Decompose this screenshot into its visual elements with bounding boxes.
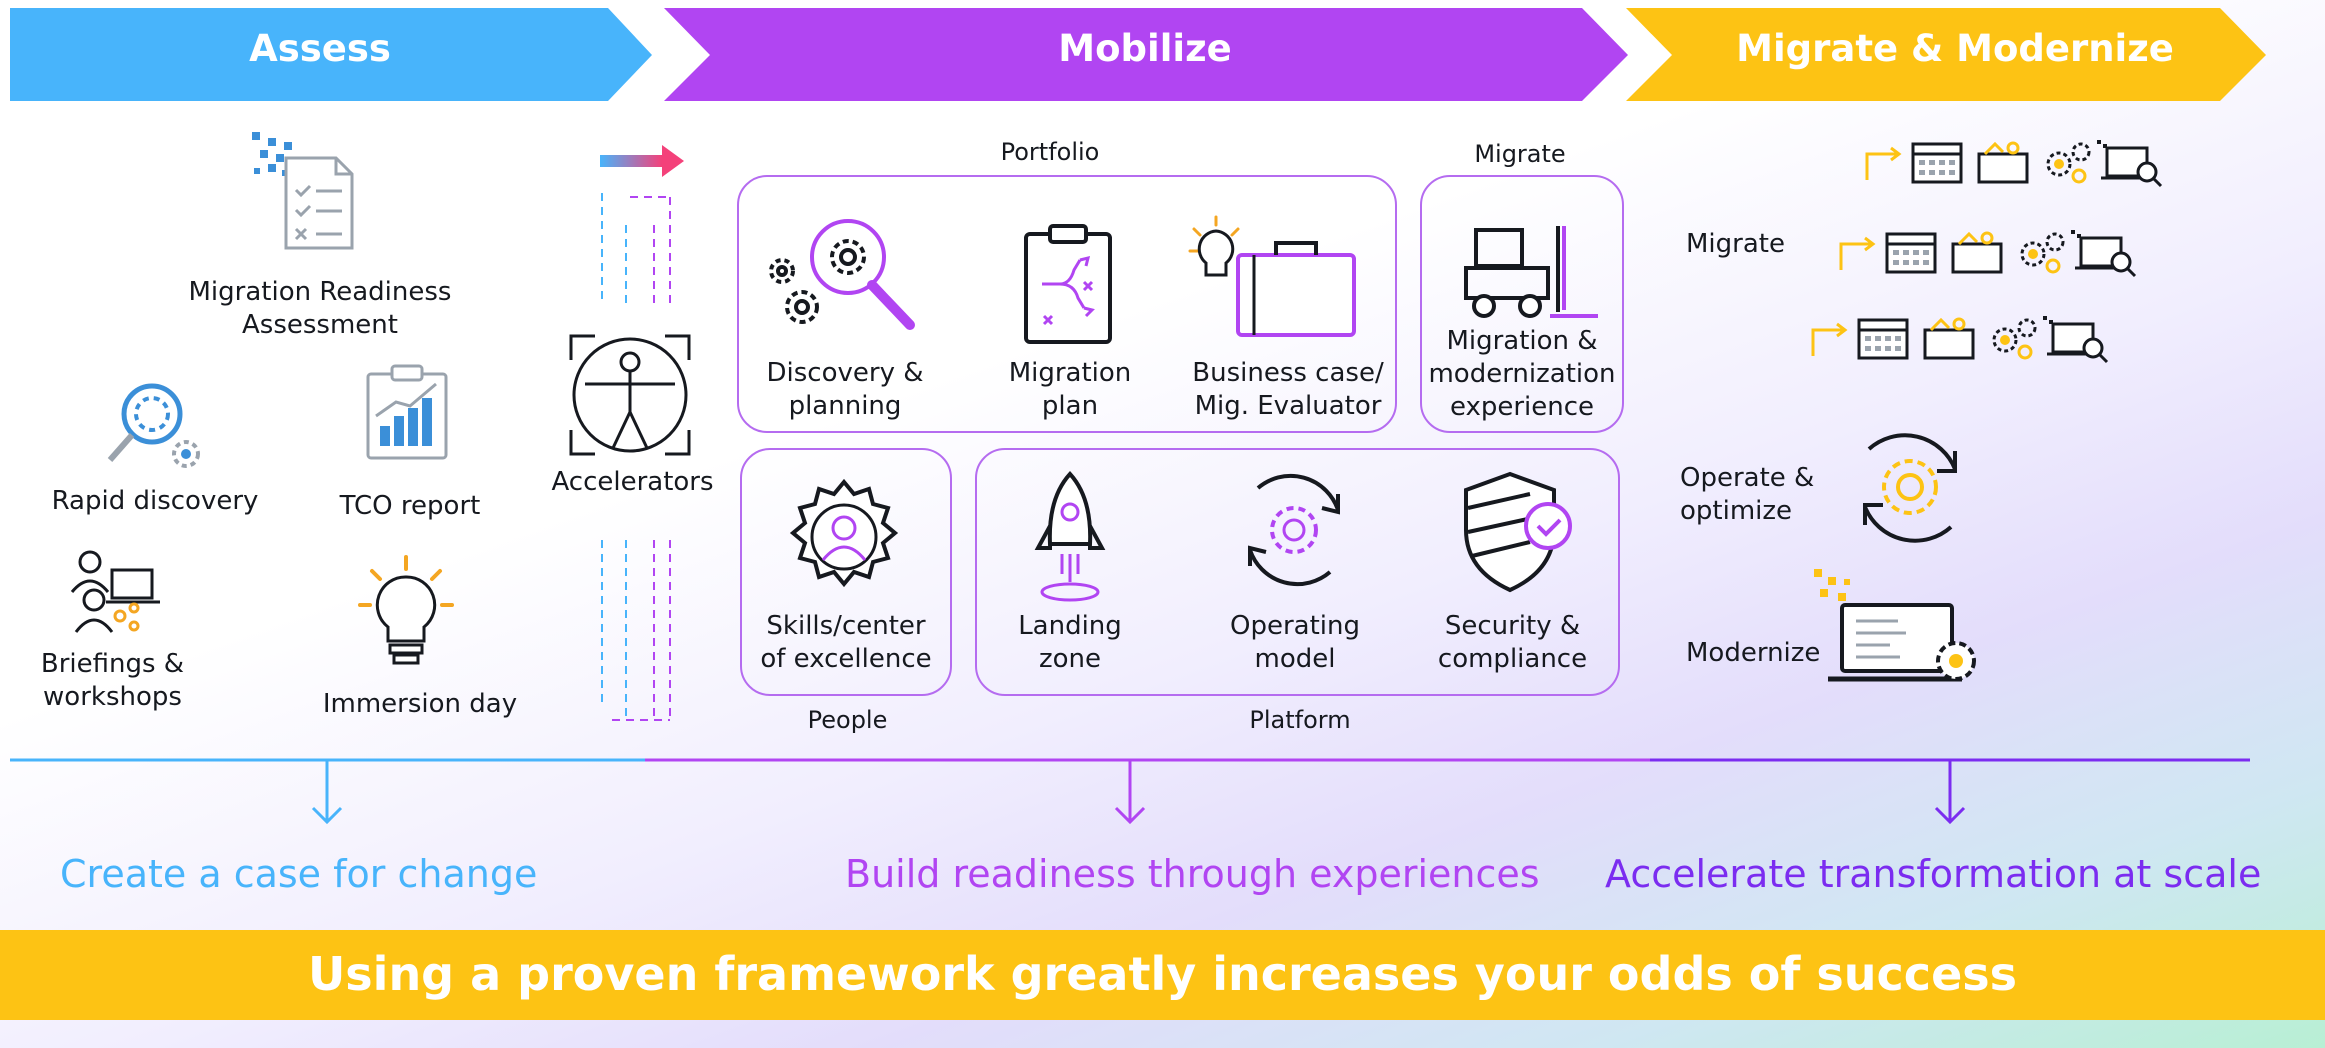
tco-report-label: TCO report xyxy=(339,491,481,521)
phase-header xyxy=(10,8,2266,101)
modernize-laptop-gear-icon xyxy=(1814,569,1976,682)
briefings-workshops-icon xyxy=(70,550,160,633)
mm-modernize-label: Modernize xyxy=(1686,638,1821,668)
briefings-workshops-label: Briefings & workshops xyxy=(40,649,185,712)
security-compliance-label: Security & compliance xyxy=(1437,611,1588,674)
rapid-discovery-icon xyxy=(107,383,200,468)
outcome-build-readiness: Build readiness through experiences xyxy=(845,852,1540,896)
business-case-label: Business case/ Mig. Evaluator xyxy=(1192,358,1384,421)
immersion-day-label: Immersion day xyxy=(322,689,518,719)
rapid-discovery-label: Rapid discovery xyxy=(51,486,259,516)
security-shield-icon xyxy=(1464,471,1572,593)
migrate-group-title: Migrate xyxy=(1474,140,1566,168)
migrate-modernize-chevron xyxy=(1626,8,2266,101)
people-group-box xyxy=(740,448,952,696)
phase-migrate-modernize-label: Migrate & Modernize xyxy=(1736,27,2174,70)
mobilize-chevron xyxy=(664,8,1628,101)
skills-label: Skills/center of excellence xyxy=(760,611,932,674)
people-title: People xyxy=(807,706,888,734)
outcome-connectors xyxy=(10,758,2250,825)
lightbulb-icon xyxy=(358,555,454,665)
rocket-icon xyxy=(1034,471,1106,602)
discovery-planning-label: Discovery & planning xyxy=(766,358,924,421)
platform-title: Platform xyxy=(1249,706,1351,734)
mm-operate-label: Operate & optimize xyxy=(1680,463,1815,526)
bottom-banner xyxy=(0,930,2325,1020)
migration-experience-label: Migration & modernization experience xyxy=(1428,326,1616,422)
forklift-icon xyxy=(1464,226,1598,318)
operating-model-label: Operating model xyxy=(1230,611,1360,674)
phase-mobilize-label: Mobilize xyxy=(1058,27,1232,70)
document-checklist-icon xyxy=(252,132,354,250)
accelerators-track xyxy=(600,145,684,721)
portfolio-title: Portfolio xyxy=(1000,138,1100,166)
migration-plan-label: Migration plan xyxy=(1008,358,1132,421)
accelerators-label: Accelerators xyxy=(551,467,714,497)
operate-optimize-cycle-icon xyxy=(1863,433,1957,543)
phase-assess-label: Assess xyxy=(249,27,391,70)
migrate-group-box xyxy=(1420,175,1624,433)
assess-chevron xyxy=(10,8,652,101)
mm-migrate-label: Migrate xyxy=(1686,229,1785,259)
outcome-case-for-change: Create a case for change xyxy=(60,852,538,896)
migration-plan-clipboard-icon xyxy=(1024,224,1112,344)
mra-label: Migration Readiness Assessment xyxy=(188,277,452,340)
outcome-accelerate-transformation: Accelerate transformation at scale xyxy=(1605,852,2262,896)
landing-zone-label: Landing zone xyxy=(1018,611,1122,674)
platform-group-box xyxy=(975,448,1620,696)
skills-gear-person-icon xyxy=(789,478,899,588)
tco-report-icon xyxy=(366,364,448,460)
vitruvian-person-icon xyxy=(569,334,691,456)
business-case-briefcase-icon xyxy=(1188,215,1356,337)
discovery-gears-icon xyxy=(769,219,915,330)
portfolio-group-box xyxy=(737,175,1397,433)
operating-model-gear-cycle-icon xyxy=(1248,473,1340,587)
bottom-banner-text: Using a proven framework greatly increas… xyxy=(307,947,2018,1001)
migrate-waves-icons xyxy=(1811,138,2163,364)
